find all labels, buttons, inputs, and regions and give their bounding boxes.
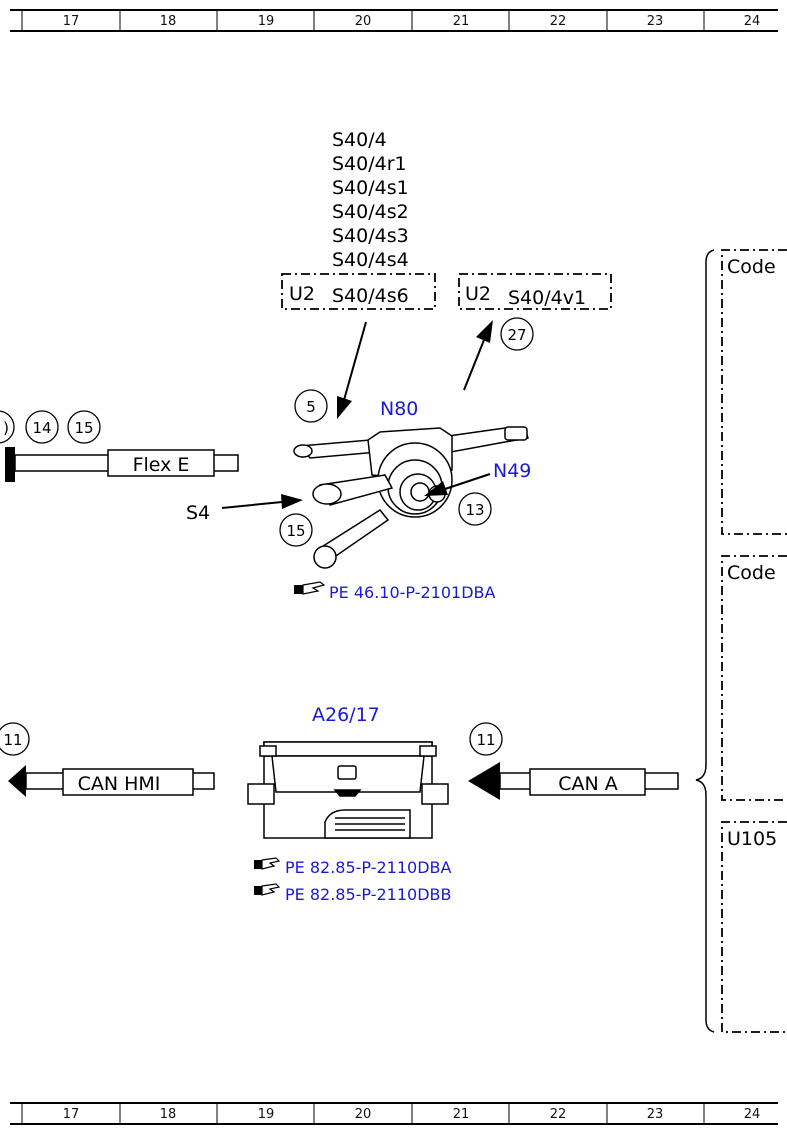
box-label: S40/4s6 xyxy=(332,285,409,307)
hand-pointer-icon xyxy=(294,581,326,595)
steering-column-switch-illustration xyxy=(293,426,529,569)
arrow-n49 xyxy=(424,473,491,496)
grid-column-label: 23 xyxy=(647,1107,664,1122)
callout-number: 11 xyxy=(3,731,22,749)
reference-text: PE 82.85-P-2110DBB xyxy=(285,885,451,904)
callout-partial-top: ) xyxy=(0,410,15,444)
component-label-a26-17[interactable]: A26/17 xyxy=(312,704,380,726)
reference-text: PE 46.10-P-2101DBA xyxy=(329,583,496,602)
arrow-to-box-right xyxy=(463,320,493,391)
bus-connector-flex-e[interactable]: Flex E xyxy=(5,447,239,482)
grid-column-label: 24 xyxy=(744,1107,761,1122)
switch-label: S40/4s4 xyxy=(332,249,409,271)
switch-label: S40/4 xyxy=(332,129,387,151)
box-tag: U2 xyxy=(465,283,491,305)
box-label: S40/4v1 xyxy=(508,287,586,309)
component-label-s4[interactable]: S4 xyxy=(186,502,210,524)
bus-label: Flex E xyxy=(133,454,190,476)
right-panel-box-code-2[interactable]: Code xyxy=(721,555,787,801)
callout-11-left: 11 xyxy=(0,722,30,756)
box-label: Code xyxy=(727,562,776,584)
grid-column-label: 20 xyxy=(355,14,372,29)
component-box-s40-4v1[interactable]: U2 S40/4v1 xyxy=(458,273,612,310)
arrow-s4 xyxy=(221,494,303,509)
grid-column-label: 17 xyxy=(63,1107,80,1122)
display-unit-illustration xyxy=(247,741,449,839)
box-label: Code xyxy=(727,256,776,278)
callout-15-upper: 15 xyxy=(67,410,101,444)
callout-number: 13 xyxy=(465,501,484,519)
switch-label: S40/4s1 xyxy=(332,177,409,199)
bus-connector-can-a[interactable]: CAN A xyxy=(468,762,679,800)
callout-11-right: 11 xyxy=(469,722,503,756)
top-grid-ruler: 17 18 19 20 21 22 23 24 xyxy=(10,9,778,32)
reference-link-82-85-dba[interactable]: PE 82.85-P-2110DBA xyxy=(254,857,452,877)
callout-number: 15 xyxy=(286,522,305,540)
callout-15-lower: 15 xyxy=(279,513,313,547)
grid-column-label: 21 xyxy=(453,1107,470,1122)
reference-link-46-10[interactable]: PE 46.10-P-2101DBA xyxy=(294,581,496,602)
right-brace xyxy=(695,249,715,1033)
box-label: U105 xyxy=(727,828,777,850)
switch-list: S40/4 S40/4r1 S40/4s1 S40/4s2 S40/4s3 S4… xyxy=(332,129,409,271)
bottom-grid-ruler: 17 18 19 20 21 22 23 24 xyxy=(10,1102,778,1125)
grid-column-label: 22 xyxy=(550,14,567,29)
grid-column-label: 22 xyxy=(550,1107,567,1122)
component-label-n80[interactable]: N80 xyxy=(380,398,418,420)
grid-column-label: 23 xyxy=(647,14,664,29)
right-panel-box-code-1[interactable]: Code xyxy=(721,249,787,535)
bus-label: CAN A xyxy=(558,773,618,795)
reference-link-82-85-dbb[interactable]: PE 82.85-P-2110DBB xyxy=(254,883,451,904)
callout-27: 27 xyxy=(500,317,534,351)
switch-label: S40/4r1 xyxy=(332,153,407,175)
callout-number: 5 xyxy=(306,398,316,416)
grid-column-label: 24 xyxy=(744,14,761,29)
reference-text: PE 82.85-P-2110DBA xyxy=(285,858,452,877)
right-panel-box-u105[interactable]: U105 xyxy=(721,821,787,1033)
component-label-n49[interactable]: N49 xyxy=(493,460,531,482)
hand-pointer-icon xyxy=(254,883,281,896)
callout-14: 14 xyxy=(25,410,59,444)
switch-label: S40/4s3 xyxy=(332,225,409,247)
grid-column-label: 18 xyxy=(160,1107,177,1122)
hand-pointer-icon xyxy=(254,857,281,870)
component-box-s40-4s6[interactable]: U2 S40/4s6 xyxy=(281,273,436,310)
bus-label: CAN HMI xyxy=(78,773,161,795)
arrow-to-switch xyxy=(337,321,367,419)
callout-13: 13 xyxy=(458,492,492,526)
callout-number: 11 xyxy=(476,731,495,749)
grid-column-label: 17 xyxy=(63,14,80,29)
box-tag: U2 xyxy=(289,283,315,305)
callout-number: 15 xyxy=(74,419,93,437)
switch-label: S40/4s2 xyxy=(332,201,409,223)
grid-column-label: 21 xyxy=(453,14,470,29)
grid-column-label: 20 xyxy=(355,1107,372,1122)
grid-column-label: 19 xyxy=(258,1107,275,1122)
callout-5: 5 xyxy=(294,389,328,423)
callout-number: 14 xyxy=(32,419,51,437)
bus-connector-can-hmi[interactable]: CAN HMI xyxy=(8,765,215,797)
callout-number: 27 xyxy=(507,326,526,344)
grid-column-label: 19 xyxy=(258,14,275,29)
grid-column-label: 18 xyxy=(160,14,177,29)
callout-number: ) xyxy=(3,419,9,437)
